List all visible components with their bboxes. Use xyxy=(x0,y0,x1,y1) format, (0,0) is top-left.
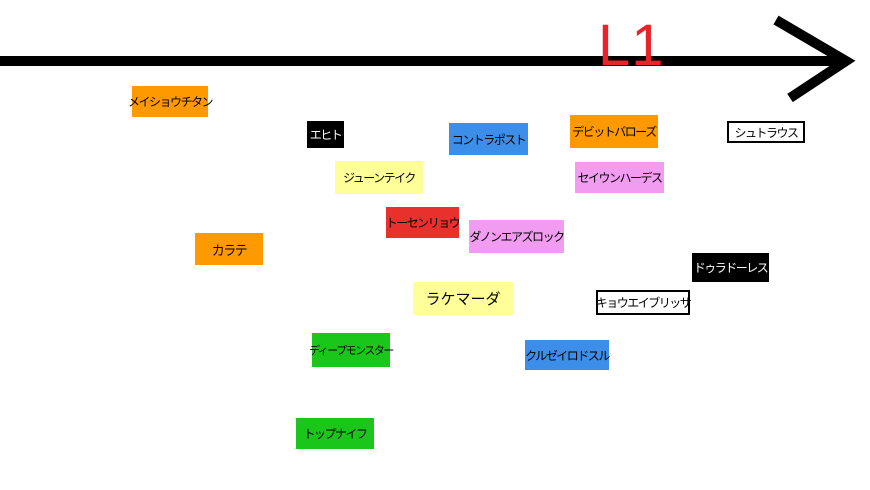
tag-meishou-chitan: メイショウチタン xyxy=(128,86,214,117)
tag-june-teiku: ジューンテイク xyxy=(335,161,423,194)
tag-shutrauss: シュトラウス xyxy=(727,121,805,143)
tag-danon-airs-rock: ダノンエアズロック xyxy=(469,220,565,253)
tag-top-knife: トップナイフ xyxy=(296,418,374,449)
tag-kurzeilodosul: クルゼイロドスル xyxy=(525,340,610,370)
tag-deep-monster: ディープモンスター xyxy=(309,333,394,367)
tag-contra-bost: コントラポスト xyxy=(449,123,528,155)
tag-debit-barose: デビットバローズ xyxy=(570,115,658,148)
tag-seiun-hades: セイウンハーデス xyxy=(575,162,664,193)
tag-karate: カラテ xyxy=(195,233,263,265)
tag-eito: エヒト xyxy=(307,121,344,148)
tag-kyoei-blissa: キョウエイブリッサ xyxy=(596,290,692,315)
tag-tosen-ryou: トーセンリョウ xyxy=(386,207,461,238)
axis-label: L1 xyxy=(598,13,665,78)
tag-durad-dress: ドゥラドーレス xyxy=(692,253,769,282)
arrow-head-icon xyxy=(773,15,856,103)
tag-rake-mada: ラケマーダ xyxy=(413,282,513,315)
